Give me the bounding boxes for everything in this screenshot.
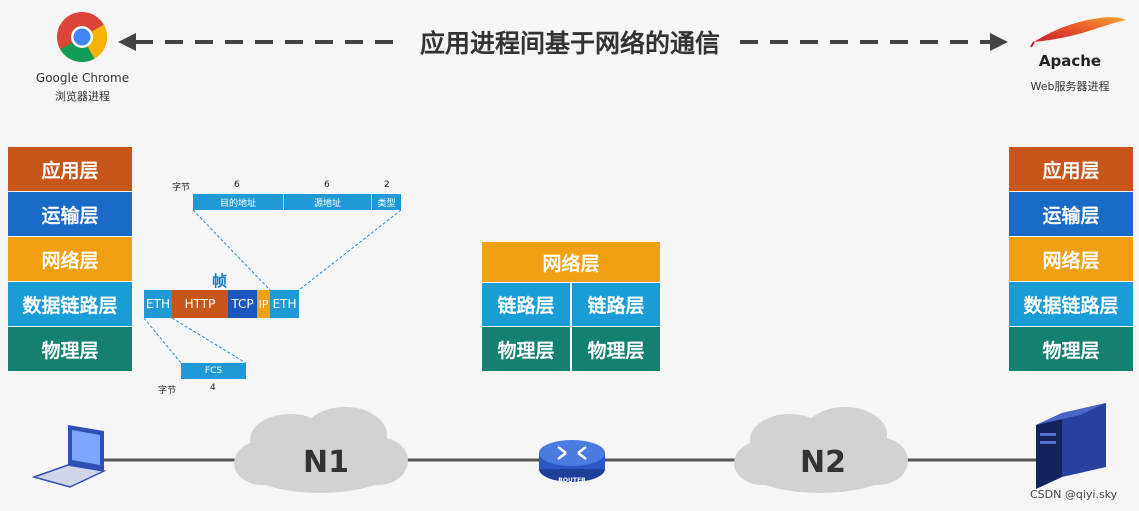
left-layer-transport: 运输层: [8, 192, 132, 236]
header-size-src: 6: [324, 180, 330, 190]
frame-part-http: HTTP: [172, 290, 228, 318]
left-layer-datalink: 数据链路层: [8, 282, 132, 326]
cloud-n1-label: N1: [303, 445, 349, 480]
title-arrow-graphic: [118, 33, 1008, 51]
frame-guide-lines: [143, 209, 402, 364]
chrome-logo-icon: [57, 12, 108, 62]
router-layer-network: 网络层: [482, 242, 660, 282]
router-layer-link-right: 链路层: [572, 283, 660, 326]
router-label: ROUTER: [558, 477, 586, 484]
trailer-size: 4: [210, 383, 216, 393]
header-unit-label: 字节: [172, 183, 191, 193]
left-layer-network: 网络层: [8, 237, 132, 281]
trailer-field-fcs: FCS: [181, 363, 246, 379]
server-sub: Web服务器进程: [1030, 80, 1110, 93]
header-size-type: 2: [384, 180, 390, 190]
router-layer-physical-left: 物理层: [482, 327, 570, 371]
client-name: Google Chrome: [35, 71, 130, 85]
laptop-icon: [31, 425, 107, 488]
cloud-n1-icon: [234, 407, 408, 493]
right-layer-transport: 运输层: [1009, 192, 1133, 236]
header-field-type: 类型: [372, 194, 401, 210]
server-name: Apache: [1038, 52, 1102, 70]
trailer-unit-label: 字节: [158, 386, 177, 396]
frame-part-tcp: TCP: [228, 290, 257, 318]
frame-part-ip: IP: [257, 290, 270, 318]
cloud-n2-label: N2: [800, 445, 846, 480]
left-layer-physical: 物理层: [8, 327, 132, 371]
left-layer-application: 应用层: [8, 147, 132, 191]
right-layer-datalink: 数据链路层: [1009, 282, 1133, 326]
router-layer-link-left: 链路层: [482, 283, 570, 326]
header-size-dest: 6: [234, 180, 240, 190]
diagram-title: 应用进程间基于网络的通信: [419, 29, 720, 58]
right-layer-application: 应用层: [1009, 147, 1133, 191]
router-layer-physical-right: 物理层: [572, 327, 660, 371]
watermark: CSDN @qiyi.sky: [1030, 488, 1118, 501]
right-layer-physical: 物理层: [1009, 327, 1133, 371]
client-sub: 浏览器进程: [55, 90, 110, 103]
apache-feather-icon: [1030, 17, 1126, 48]
frame-title: 帧: [212, 272, 228, 290]
header-field-src: 源地址: [284, 194, 372, 210]
router-icon: [539, 440, 605, 482]
frame-part-eth-tail: ETH: [270, 290, 299, 318]
network-graphic: [31, 403, 1106, 493]
cloud-n2-icon: [734, 407, 908, 493]
server-icon: [1036, 403, 1106, 489]
header-field-dest: 目的地址: [193, 194, 284, 210]
right-layer-network: 网络层: [1009, 237, 1133, 281]
frame-part-eth-head: ETH: [144, 290, 172, 318]
